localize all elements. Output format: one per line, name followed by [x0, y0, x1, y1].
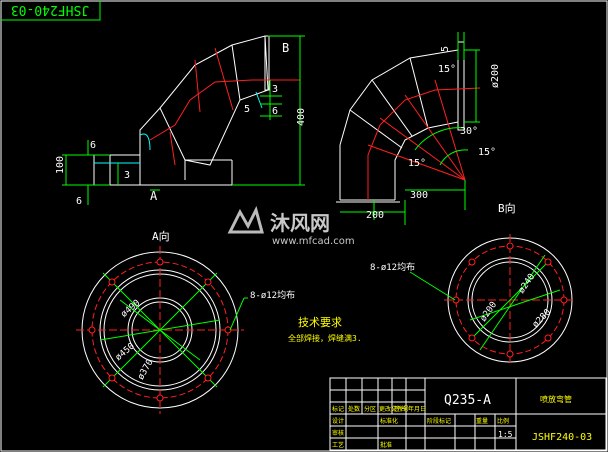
view-a-side-label: A: [150, 189, 158, 203]
view-a-title: A向: [152, 229, 170, 243]
dim-400: 400: [296, 108, 307, 126]
dia-370: ø370: [136, 358, 156, 382]
side-dimensions: [62, 35, 305, 205]
part-name: 喷放弯管: [540, 394, 572, 404]
holes-b-note: 8-ø12均布: [370, 261, 415, 273]
material-text: Q235-A: [444, 393, 491, 408]
dim-5a: 5: [244, 104, 250, 115]
angle-15b: 15°: [478, 147, 496, 158]
dia-450: ø450: [114, 341, 137, 363]
tb-cell-mark: 标记: [332, 405, 344, 413]
tb-cell-design: 设计: [332, 417, 344, 425]
dia-200: ø200: [479, 300, 500, 324]
dim-200-dia: ø200: [490, 64, 501, 88]
tb-cell-weight: 重量: [476, 417, 488, 425]
dim-300: 300: [410, 190, 428, 201]
front-dimensions: [340, 32, 480, 225]
flange-a-view[interactable]: [76, 246, 248, 414]
dim-100: 100: [55, 156, 66, 174]
dim-6c: 6: [272, 106, 278, 117]
tb-cell-standard: 标准化: [380, 417, 398, 425]
scale-text: 1:5: [498, 430, 513, 439]
flange-b-view[interactable]: [409, 234, 576, 366]
dim-6b: 6: [76, 196, 82, 207]
dim-3b: 3: [272, 84, 278, 95]
tb-cell-date: 年月日: [408, 405, 426, 413]
tb-cell-sign: 签名: [394, 405, 406, 413]
tb-cell-approve: 批准: [380, 441, 392, 449]
stamp-text: JSHF240-03: [11, 2, 89, 17]
watermark-brand: 沐风网: [270, 211, 330, 235]
tb-cell-stage: 阶段标记: [427, 417, 451, 425]
drawing-number: JSHF240-03: [532, 432, 592, 443]
title-block-labels: 标记 处数 分区 更改文件号 签名 年月日 设计 标准化 审核 工艺 批准 阶段…: [332, 405, 509, 449]
tb-cell-zone: 分区: [364, 405, 376, 413]
dim-5b: 5: [440, 46, 451, 52]
tb-cell-ratio: 比例: [497, 417, 509, 425]
watermark-m-icon: [227, 205, 264, 234]
tb-cell-count: 处数: [348, 405, 360, 413]
dim-200: 200: [366, 210, 384, 221]
view-b-title: B向: [498, 201, 516, 215]
dim-6a: 6: [90, 140, 96, 151]
tb-cell-process: 工艺: [332, 441, 344, 449]
tech-text: 全部焊接，焊缝满3.: [288, 333, 362, 343]
stamp-box: [1, 1, 101, 21]
elbow-side-centerline: [149, 47, 300, 166]
elbow-side-hidden-lines: [94, 91, 263, 164]
tb-cell-changefile: 更改文件号: [379, 405, 409, 413]
watermark-logo: 沐风网 www.mfcad.com: [222, 202, 392, 250]
tech-title: 技术要求: [298, 316, 342, 329]
elbow-front-centerline: [367, 79, 481, 200]
dim-3a: 3: [124, 170, 130, 181]
holes-a-note: 8-ø12均布: [250, 289, 295, 301]
angle-30: 30°: [460, 126, 478, 137]
tb-cell-review: 审核: [332, 429, 344, 437]
watermark-url: www.mfcad.com: [272, 236, 355, 247]
angle-15c: 15°: [408, 158, 426, 169]
view-b-top-label: B: [282, 41, 289, 55]
angle-15a: 15°: [438, 64, 456, 75]
title-block: [329, 377, 607, 451]
